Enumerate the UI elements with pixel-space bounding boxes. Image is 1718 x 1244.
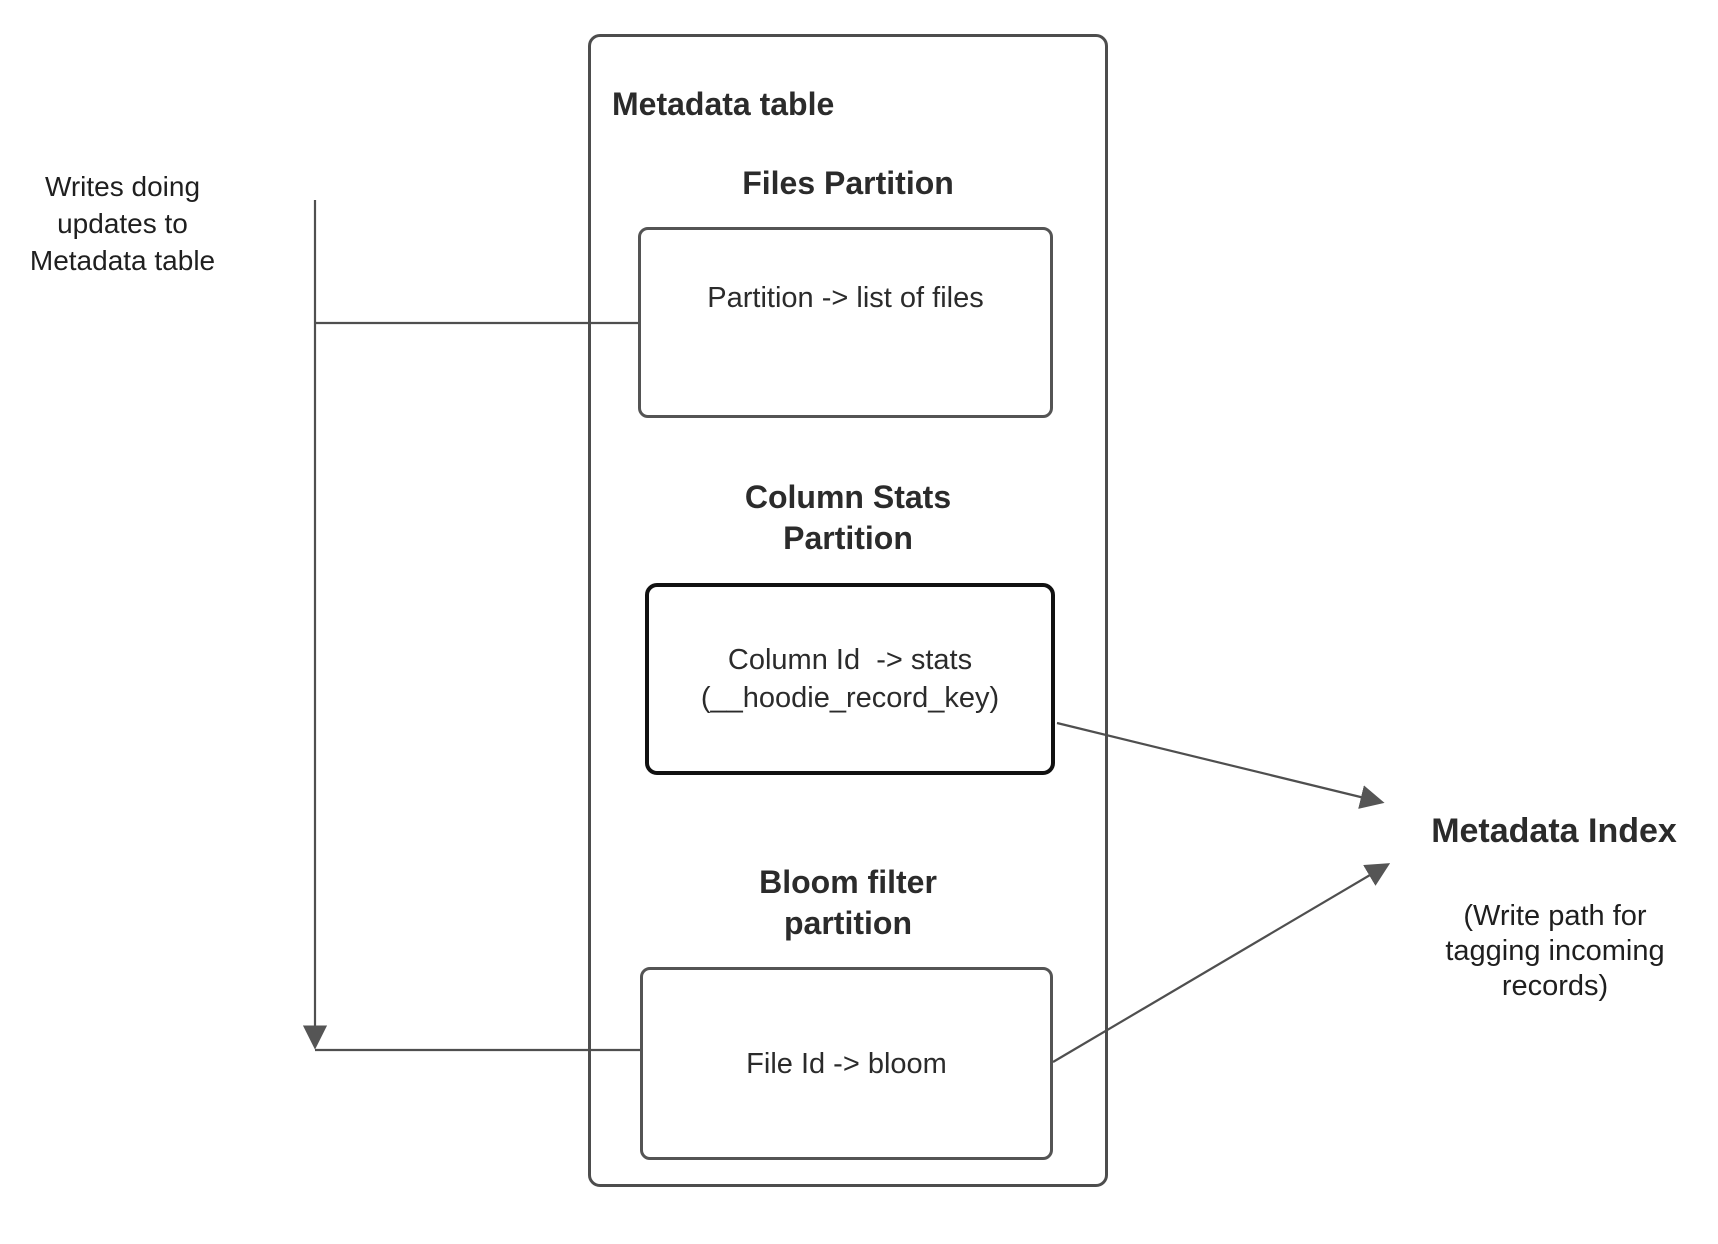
bloom-filter-partition-box: File Id -> bloom [640, 967, 1053, 1160]
bloom-filter-partition-title-line2: partition [784, 905, 912, 941]
writes-updates-label-line3: Metadata table [29, 245, 216, 276]
bloom-filter-partition-title-line1: Bloom filter [759, 864, 937, 900]
column-stats-partition-title: Column Stats Partition [588, 477, 1108, 559]
files-partition-box: Partition -> list of files [638, 227, 1053, 418]
metadata-index-note-line3: records) [1501, 970, 1609, 1002]
column-stats-partition-title-line1: Column Stats [744, 479, 952, 515]
writes-updates-label-line2: updates to [57, 208, 188, 239]
column-stats-partition-title-line2: Partition [783, 520, 913, 556]
metadata-table-title: Metadata table [612, 86, 835, 122]
files-partition-title: Files Partition [742, 165, 954, 201]
column-stats-box-line1: Column Id -> stats [727, 644, 973, 676]
files-partition-box-label: Partition -> list of files [707, 281, 984, 314]
column-stats-partition-box-label: Column Id -> stats (__hoodie_record_key) [701, 641, 999, 717]
column-stats-box-line2: (__hoodie_record_key) [700, 682, 1000, 714]
bloom-filter-partition-title: Bloom filter partition [588, 862, 1108, 944]
bloom-filter-box-label: File Id -> bloom [746, 1047, 947, 1080]
metadata-index-title: Metadata Index [1431, 812, 1677, 850]
metadata-index-note: (Write path for tagging incoming records… [1396, 899, 1714, 1004]
metadata-table-container [588, 34, 1108, 1187]
writes-updates-label: Writes doing updates to Metadata table [5, 168, 240, 279]
metadata-index-note-line1: (Write path for [1463, 900, 1647, 932]
metadata-index-note-line2: tagging incoming [1445, 935, 1665, 967]
writes-updates-label-line1: Writes doing [44, 171, 201, 202]
column-stats-partition-box: Column Id -> stats (__hoodie_record_key) [645, 583, 1055, 775]
